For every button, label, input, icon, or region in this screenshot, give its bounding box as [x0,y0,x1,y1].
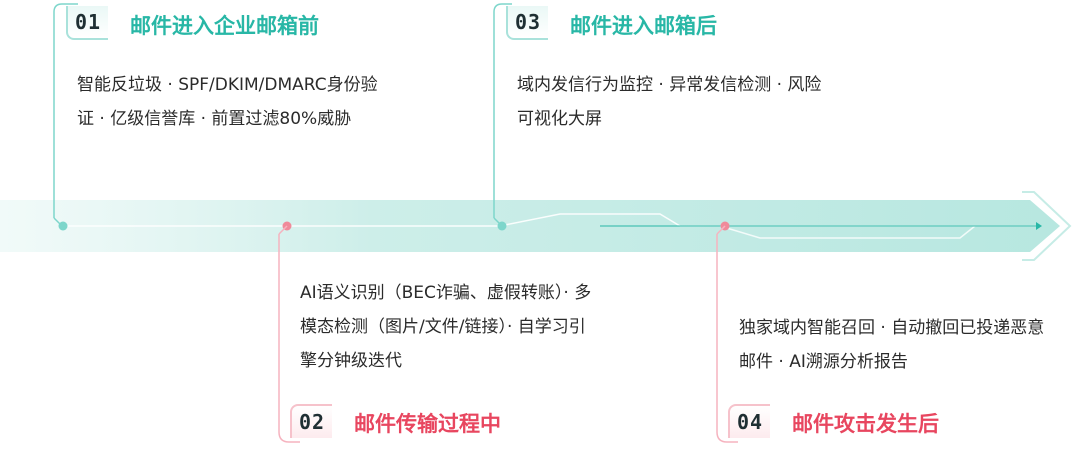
marker-03 [497,221,507,231]
connector-04-head [716,225,726,235]
connector-04 [716,234,738,443]
stage-02-line-3: 擎分钟级迭代 [300,351,402,371]
connector-03 [493,3,512,218]
circuit-arrowhead [1036,222,1042,230]
timeline-arrow-tip [1037,199,1064,253]
stage-04-line-2: 邮件 · AI溯源分析报告 [739,352,908,372]
stage-04-badge: 04 [728,404,770,438]
stage-01-line-1: 智能反垃圾 · SPF/DKIM/DMARC身份验 [77,75,378,95]
connector-02-head [278,225,288,235]
stage-03-badge: 03 [506,6,548,40]
connector-02 [278,234,300,443]
stage-03-title: 邮件进入邮箱后 [570,14,717,38]
stage-04-description: 独家域内智能召回 · 自动撤回已投递恶意 邮件 · AI溯源分析报告 [739,311,1044,379]
stage-01-line-2: 证 · 亿级信誉库 · 前置过滤80%威胁 [77,109,352,129]
marker-01 [58,221,68,231]
stage-02-badge: 02 [290,404,332,438]
timeline-arrow-outline [1022,191,1072,261]
stage-04-line-1: 独家域内智能召回 · 自动撤回已投递恶意 [739,318,1045,338]
stage-03-line-2: 可视化大屏 [517,109,602,129]
stage-01-badge: 01 [66,6,108,40]
stage-02-line-1: AI语义识别（BEC诈骗、虚假转账）· 多 [300,283,592,303]
stage-04-title: 邮件攻击发生后 [792,412,939,436]
connector-01 [53,3,78,218]
stage-02-description: AI语义识别（BEC诈骗、虚假转账）· 多 模态检测（图片/文件/链接）· 自学… [300,276,591,378]
stage-03-line-1: 域内发信行为监控 · 异常发信检测 · 风险 [517,75,822,95]
stage-01-title: 邮件进入企业邮箱前 [130,14,319,38]
timeline-band [0,200,1060,252]
circuit-line-lower [719,225,976,239]
stage-01-description: 智能反垃圾 · SPF/DKIM/DMARC身份验 证 · 亿级信誉库 · 前置… [77,68,378,136]
stage-02-title: 邮件传输过程中 [354,412,501,436]
stage-03-description: 域内发信行为监控 · 异常发信检测 · 风险 可视化大屏 [517,68,821,136]
stage-02-line-2: 模态检测（图片/文件/链接）· 自学习引 [300,317,586,337]
